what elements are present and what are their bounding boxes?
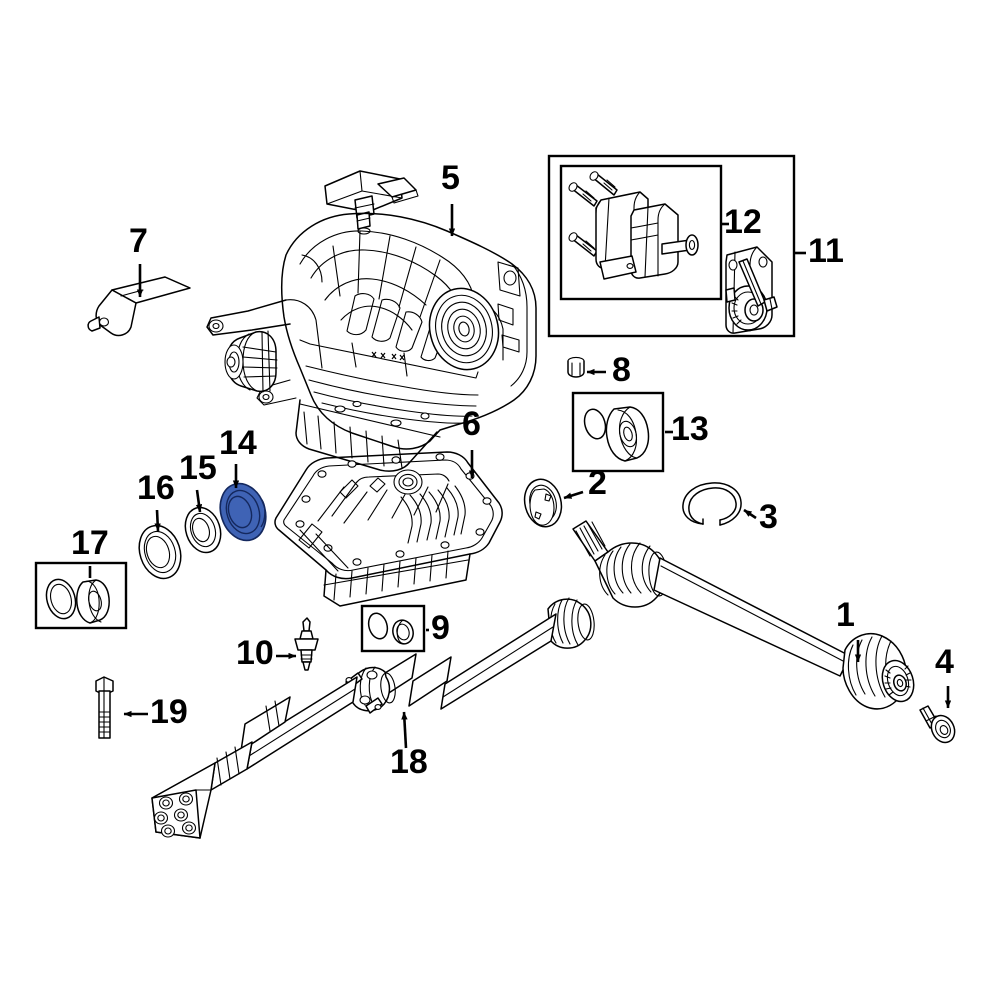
part-19-bolt <box>95 676 114 739</box>
actuator-motor <box>595 191 699 280</box>
leader-3 <box>743 508 757 520</box>
callout-label-19[interactable]: 19 <box>150 693 188 731</box>
callout-label-6[interactable]: 6 <box>462 405 481 443</box>
callout-label-15[interactable]: 15 <box>179 449 217 487</box>
callout-label-5[interactable]: 5 <box>441 159 460 197</box>
part-7-sealant-tube <box>87 276 191 337</box>
callout-label-12[interactable]: 12 <box>724 203 762 241</box>
leader-16 <box>154 509 161 532</box>
part-13-bearing-kit <box>571 391 665 473</box>
callout-label-7[interactable]: 7 <box>129 222 148 260</box>
part-9-seal-kit <box>360 604 426 653</box>
callout-label-3[interactable]: 3 <box>759 498 778 536</box>
callout-label-8[interactable]: 8 <box>612 351 631 389</box>
part-2-axle-retainer-plate <box>523 478 563 528</box>
part-8-plug <box>567 356 585 378</box>
part-11-actuator-assembly <box>547 154 796 338</box>
part-3-snap-ring <box>682 482 742 526</box>
part-14-pinion-seal-highlighted <box>219 482 267 542</box>
part-1-axle-shaft-assembly <box>572 520 915 710</box>
callout-label-1[interactable]: 1 <box>836 596 855 634</box>
callout-label-13[interactable]: 13 <box>671 410 709 448</box>
callout-label-14[interactable]: 14 <box>219 424 257 462</box>
callout-label-11[interactable]: 11 <box>808 232 844 270</box>
callout-leaders <box>88 204 952 749</box>
part-6-differential-cover-pan <box>274 451 503 607</box>
housing-casting-marks <box>371 351 405 361</box>
callout-label-2[interactable]: 2 <box>588 464 607 502</box>
actuator-bolts <box>568 171 618 257</box>
leader-2 <box>563 490 584 500</box>
callout-label-17[interactable]: 17 <box>71 524 109 562</box>
leader-18 <box>401 711 408 749</box>
part-4-axle-bolt <box>919 705 956 744</box>
callout-label-18[interactable]: 18 <box>390 743 428 781</box>
part-15-seal <box>184 506 222 554</box>
leader-15 <box>195 489 203 513</box>
pinion-input-flange <box>224 330 278 393</box>
part-17-bearing-kit <box>34 561 128 630</box>
callout-label-16[interactable]: 16 <box>137 469 175 507</box>
part-16-seal <box>138 524 182 580</box>
driveshaft-flange-bolt-holes <box>153 792 197 838</box>
actuator-housing <box>725 246 778 334</box>
part-18-drive-shaft <box>151 597 595 839</box>
callout-label-10[interactable]: 10 <box>236 634 274 672</box>
housing-output-boss <box>428 287 500 371</box>
callout-label-4[interactable]: 4 <box>935 643 954 681</box>
part-5-differential-housing <box>206 170 537 472</box>
callout-label-9[interactable]: 9 <box>431 609 450 647</box>
part-10-speed-sensor <box>294 617 319 671</box>
